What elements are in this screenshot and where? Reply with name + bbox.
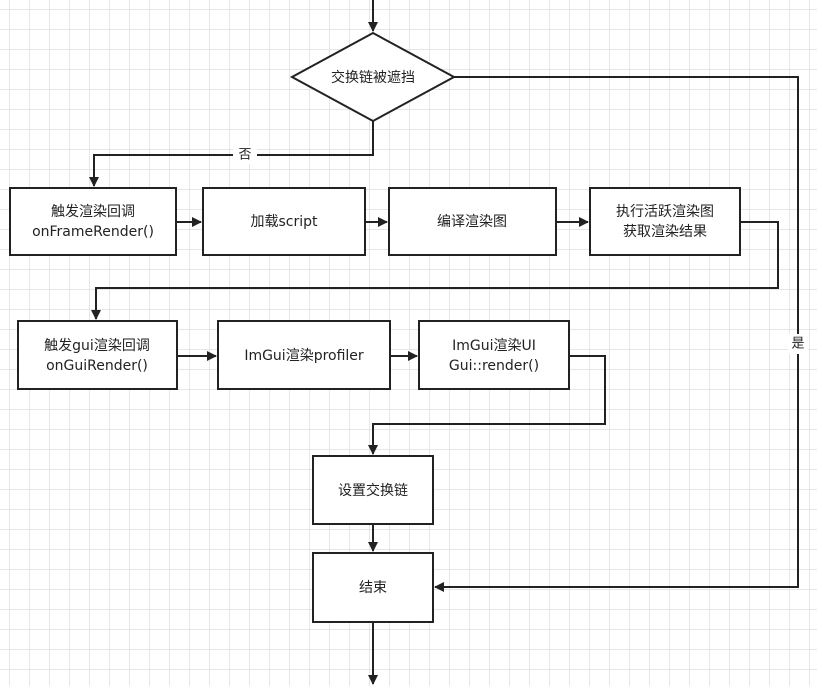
node-label: 编译渲染图	[437, 214, 507, 230]
decision-swapchain-blocked[interactable]: 交换链被遮挡	[289, 31, 457, 123]
label-yes-bg	[788, 334, 808, 354]
node-label-line1: ImGui渲染UI	[452, 338, 536, 354]
node-trigger-gui[interactable]: 触发gui渲染回调 onGuiRender()	[17, 320, 178, 390]
decision-label: 交换链被遮挡	[331, 69, 415, 86]
node-end[interactable]: 结束	[312, 552, 434, 623]
node-label-line1: 触发渲染回调	[51, 204, 135, 220]
node-imgui-profiler[interactable]: ImGui渲染profiler	[217, 320, 391, 390]
node-label: 设置交换链	[338, 482, 408, 499]
node-label: 结束	[359, 580, 387, 596]
edge-yes	[434, 76, 799, 592]
node-label-line2: 获取渲染结果	[623, 224, 707, 240]
node-label-line2: onGuiRender()	[46, 358, 148, 374]
node-trigger-render[interactable]: 触发渲染回调 onFrameRender()	[9, 187, 177, 256]
node-label-line1: 执行活跃渲染图	[616, 204, 714, 220]
node-label: ImGui渲染profiler	[244, 348, 364, 364]
node-label-line2: onFrameRender()	[32, 224, 154, 240]
edge-exec-gui	[91, 221, 779, 320]
node-compile-graph[interactable]: 编译渲染图	[388, 187, 557, 256]
label-no-bg	[233, 146, 257, 164]
edge-ui-swapchain	[368, 355, 606, 455]
node-label: 加载script	[250, 214, 318, 230]
edge-label-yes: 是	[791, 337, 804, 352]
node-set-swapchain[interactable]: 设置交换链	[312, 455, 434, 525]
edge-label-no: 否	[238, 148, 251, 163]
connectors	[89, 0, 799, 685]
node-exec-graph[interactable]: 执行活跃渲染图 获取渲染结果	[589, 187, 741, 256]
node-label-line2: Gui::render()	[449, 358, 539, 374]
node-imgui-ui[interactable]: ImGui渲染UI Gui::render()	[418, 320, 570, 390]
node-load-script[interactable]: 加载script	[202, 187, 366, 256]
node-label-line1: 触发gui渲染回调	[44, 338, 150, 354]
